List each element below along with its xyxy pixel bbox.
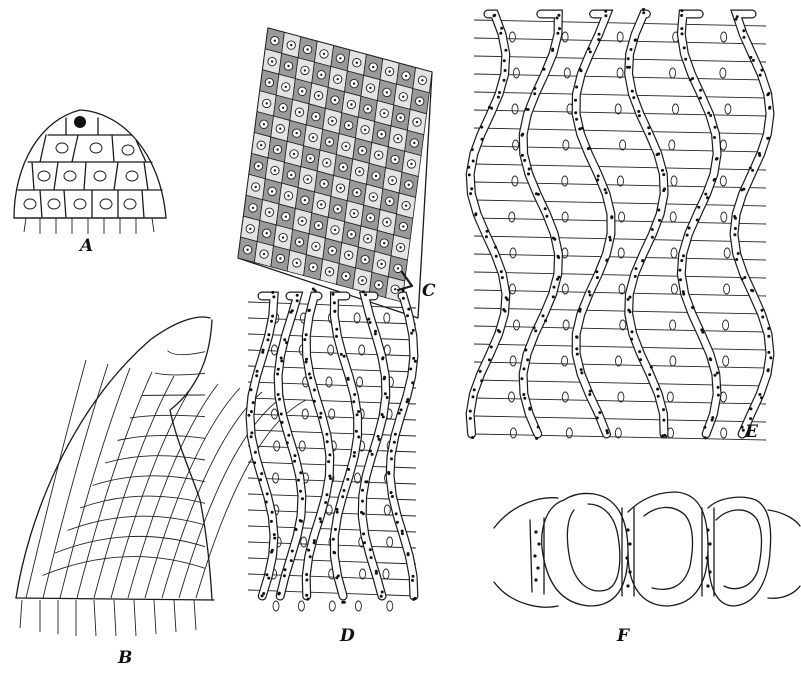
- panel-b-outline: [16, 317, 210, 598]
- panel-c-cells: [238, 28, 432, 302]
- panel-a-apical-meristem: [14, 110, 166, 234]
- panel-label-c: C: [422, 283, 436, 300]
- panel-f-cross-section: [494, 492, 800, 607]
- panel-d-strands: [247, 288, 416, 604]
- panel-d-filament-net: [247, 288, 416, 612]
- panel-e-cross-cells: [474, 20, 766, 440]
- panel-a-apical-cell: [74, 116, 86, 128]
- panel-label-a: A: [80, 238, 93, 255]
- panel-c-cell-sheet: [238, 28, 432, 318]
- panel-a-cell-walls: [14, 118, 166, 218]
- panel-a-basal-lines: [24, 218, 154, 234]
- panel-label-b: B: [118, 650, 132, 667]
- panel-b-basal-lines: [20, 600, 196, 636]
- panel-label-d: D: [340, 628, 355, 645]
- panel-f-strand-walls: [530, 508, 714, 596]
- panel-f-cells: [542, 492, 771, 606]
- panel-b-base-line: [16, 598, 214, 600]
- panel-label-e: E: [745, 424, 758, 441]
- panel-label-f: F: [617, 628, 629, 645]
- panel-e-filament-net: [467, 8, 772, 440]
